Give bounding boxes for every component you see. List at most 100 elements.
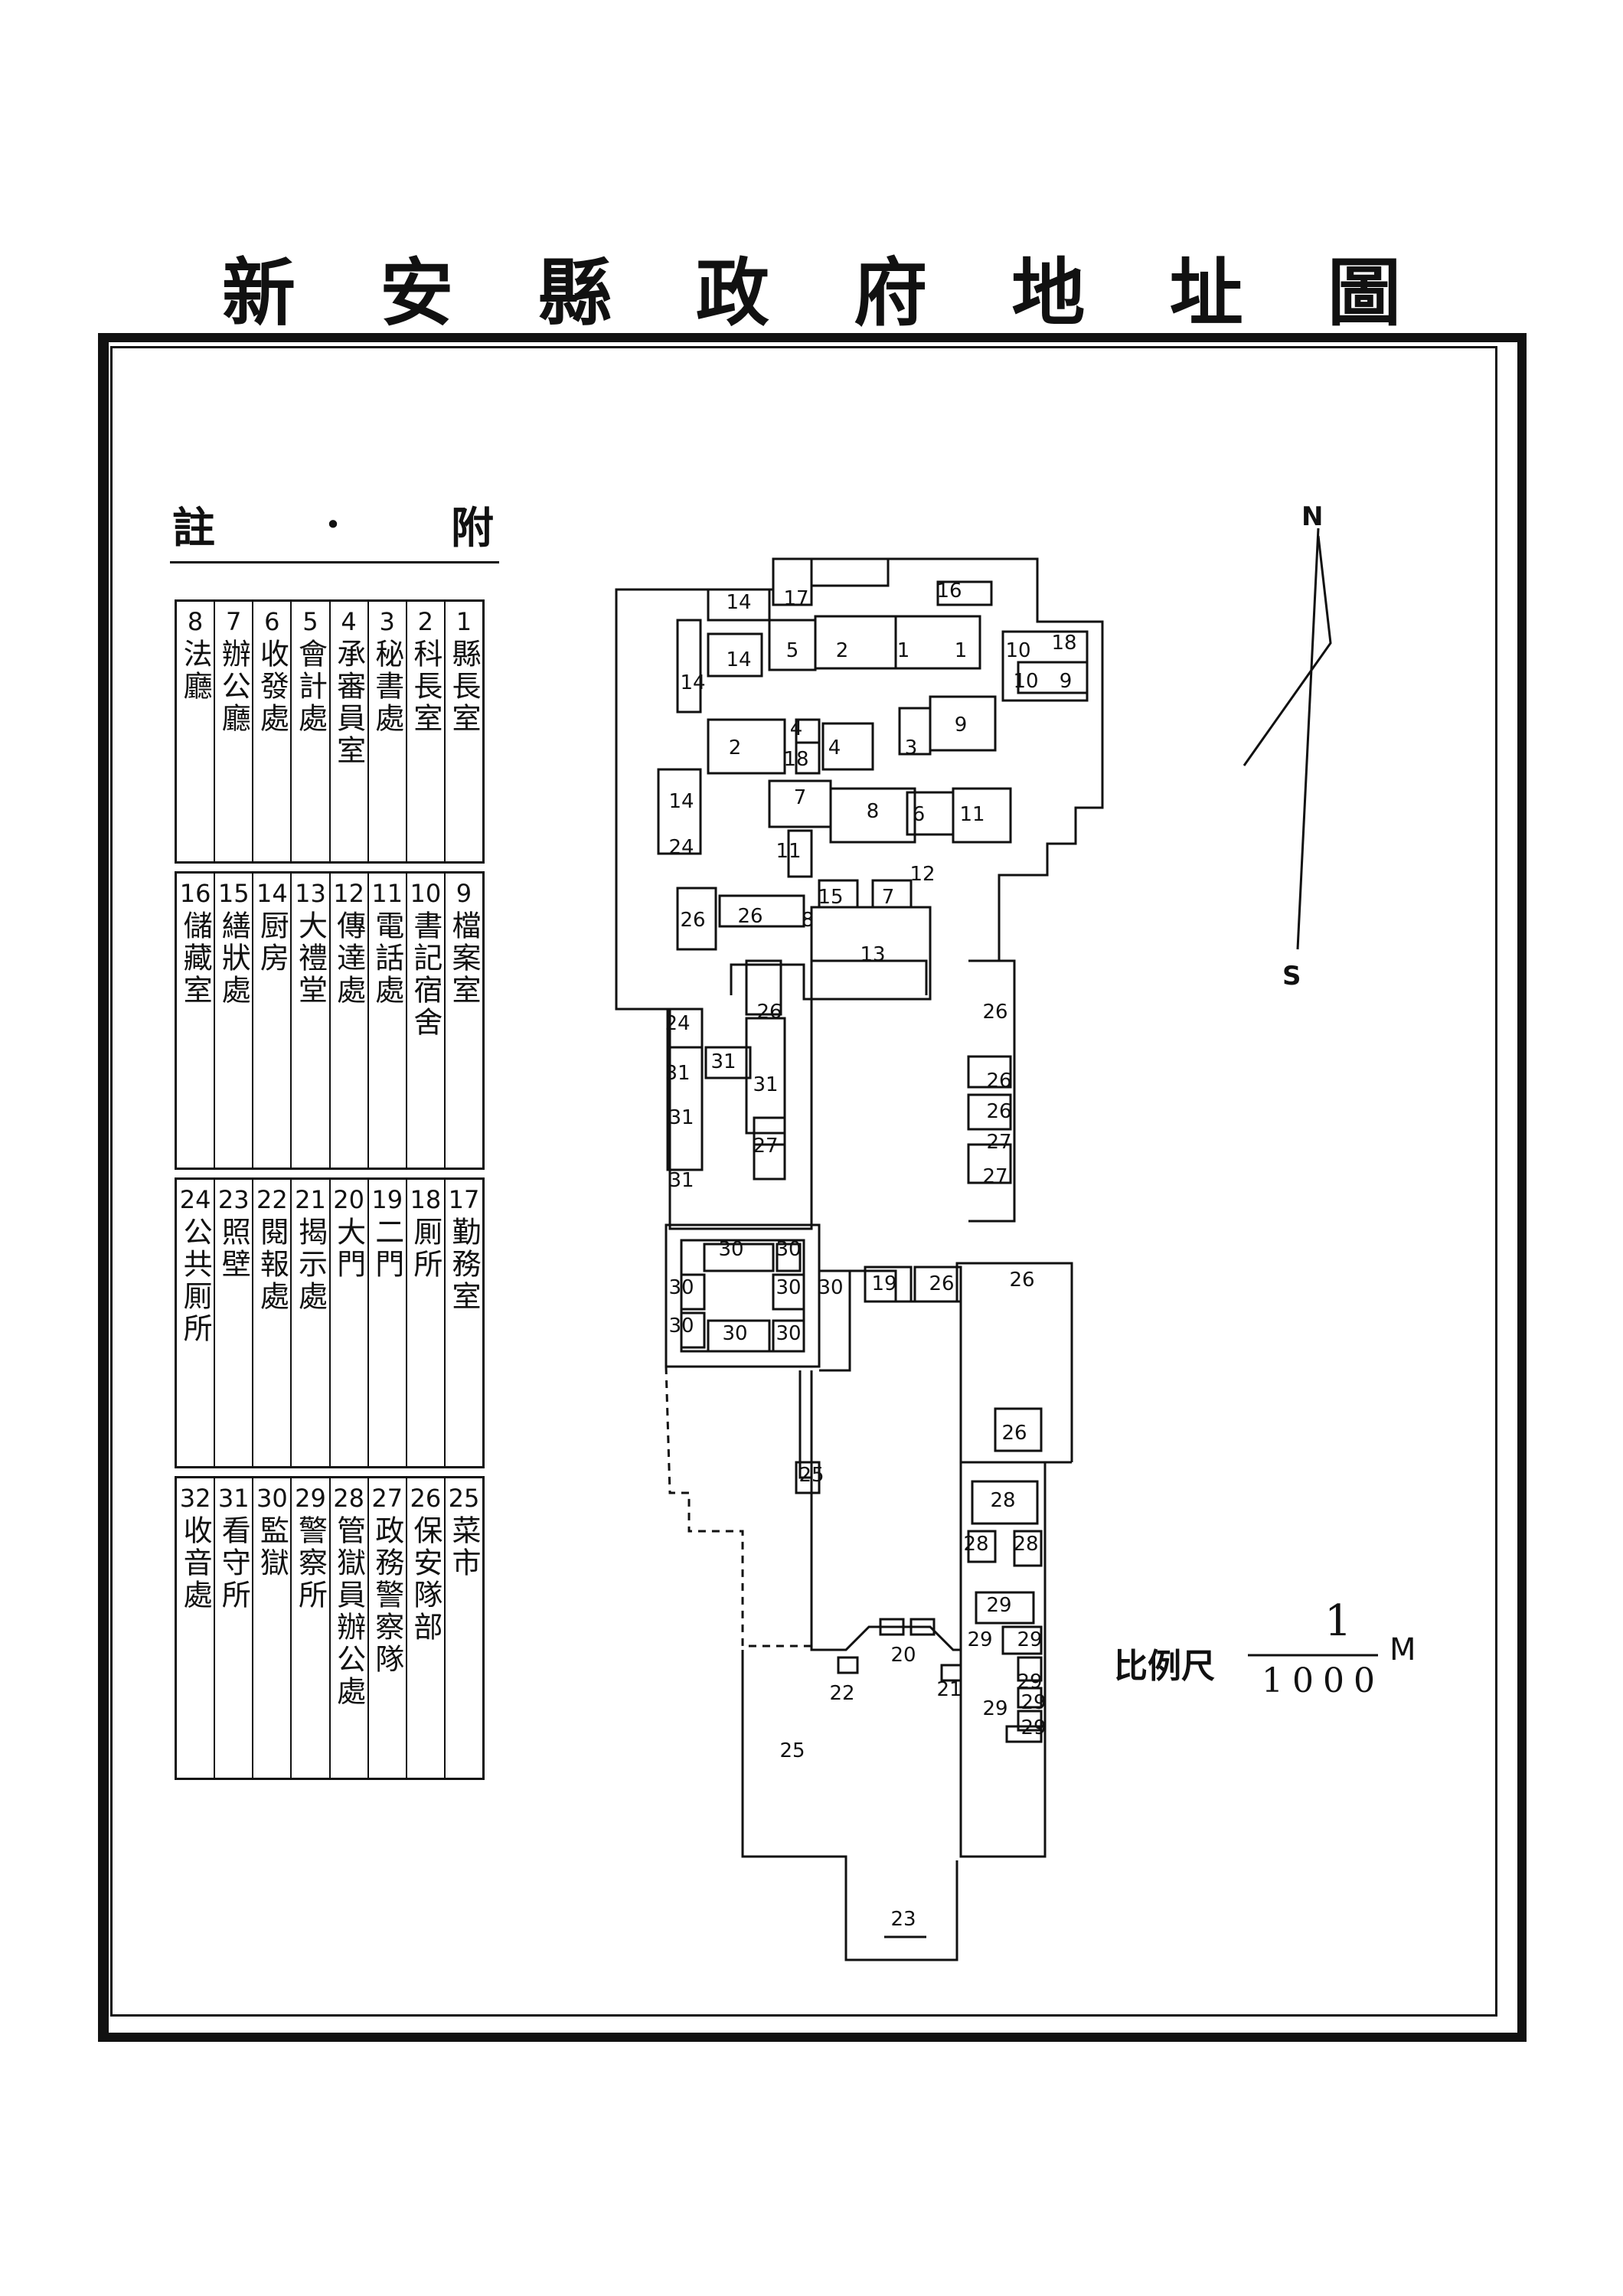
room-number-label: 26 <box>1009 1269 1034 1292</box>
legend-entry: 22 閱報處 <box>252 1180 290 1466</box>
room-number-label: 31 <box>753 1073 778 1096</box>
room-number-label: 4 <box>790 717 803 740</box>
room-outline <box>707 588 771 622</box>
room-number-label: 10 <box>1013 670 1038 693</box>
room-number-label: 30 <box>776 1276 801 1299</box>
room-outline <box>810 557 890 587</box>
room-outline <box>787 829 813 878</box>
title-char: 新 <box>222 250 296 336</box>
room-outline <box>829 787 916 844</box>
legend-number: 30 <box>256 1484 288 1513</box>
room-number-label: 30 <box>722 1322 747 1345</box>
prison-outer-wall <box>665 1223 821 1368</box>
room-number-label: 2 <box>729 736 742 759</box>
title-char: 地 <box>1011 250 1086 336</box>
room-number-label: 14 <box>726 591 751 614</box>
room-number-label: 10 <box>1005 639 1030 662</box>
legend-text: 檔案室 <box>446 910 481 1007</box>
compass-north-label: N <box>1301 501 1324 532</box>
legend-text: 閱報處 <box>255 1217 289 1313</box>
room-number-label: 29 <box>982 1697 1007 1720</box>
room-outline <box>776 1243 802 1272</box>
notes-heading-char: · <box>325 499 341 550</box>
legend-number: 13 <box>295 879 326 908</box>
room-outline <box>952 787 1012 844</box>
room-outline <box>913 1266 962 1303</box>
map-frame-outer <box>98 333 1527 2042</box>
legend-text: 監獄 <box>255 1515 289 1579</box>
room-outline <box>657 768 702 855</box>
room-number-label: 29 <box>1017 1628 1042 1651</box>
compass-south-label: S <box>1282 961 1301 991</box>
legend-number: 26 <box>410 1484 442 1513</box>
room-outline <box>837 1656 859 1674</box>
room-number-label: 9 <box>955 714 968 736</box>
room-number-label: 5 <box>786 639 799 662</box>
room-outline <box>940 1664 962 1682</box>
room-outline <box>1017 1687 1043 1709</box>
room-number-label: 28 <box>963 1533 988 1556</box>
room-number-label: 23 <box>890 1908 916 1931</box>
legend-number: 17 <box>448 1185 480 1214</box>
room-number-label: 30 <box>818 1276 843 1299</box>
map-frame-inner <box>110 346 1497 2017</box>
legend-text: 科長室 <box>408 639 442 735</box>
room-number-label: 31 <box>668 1169 694 1192</box>
legend-text: 縣長室 <box>446 639 481 735</box>
room-number-label: 31 <box>710 1050 736 1073</box>
room-number-label: 17 <box>783 587 808 610</box>
room-number-label: 30 <box>668 1315 694 1337</box>
room-outline <box>929 695 997 752</box>
legend-text: 揭示處 <box>293 1217 328 1313</box>
legend-text: 大門 <box>331 1217 366 1281</box>
room-outline <box>707 1319 771 1353</box>
room-number-label: 8 <box>802 909 815 932</box>
legend-number: 32 <box>179 1484 211 1513</box>
map-title: 新 安 縣 政 府 地 址 圖 <box>222 243 1401 343</box>
legend-number: 23 <box>217 1185 250 1214</box>
room-number-label: 22 <box>829 1682 854 1705</box>
legend-text: 傳達處 <box>331 910 366 1007</box>
room-number-label: 7 <box>794 786 807 809</box>
room-outline <box>1005 1725 1043 1743</box>
room-outline <box>810 906 932 1001</box>
room-number-label: 13 <box>860 943 885 966</box>
screen-wall <box>844 1860 958 1961</box>
room-outline <box>680 1273 706 1311</box>
compound-wall-core <box>730 963 926 1001</box>
legend-text: 厠所 <box>408 1217 442 1281</box>
legend-number: 25 <box>448 1484 480 1513</box>
room-number-label: 11 <box>959 803 985 826</box>
room-number-label: 28 <box>1013 1533 1038 1556</box>
room-number-label: 14 <box>668 790 694 813</box>
room-outline <box>680 1311 706 1349</box>
room-number-label: 25 <box>798 1464 824 1487</box>
room-number-label: 11 <box>776 840 801 863</box>
title-char: 縣 <box>537 250 612 336</box>
title-char: 安 <box>380 250 454 336</box>
legend-text: 繕狀處 <box>217 910 251 1007</box>
legend-number: 10 <box>410 879 442 908</box>
room-number-label: 27 <box>982 1165 1007 1188</box>
notes-underline <box>170 561 499 563</box>
legend-number: 4 <box>341 607 357 636</box>
legend-text: 書記宿舍 <box>408 910 442 1039</box>
legend-number: 9 <box>456 879 472 908</box>
room-number-label: 20 <box>890 1644 916 1667</box>
legend-text: 收發處 <box>255 639 289 735</box>
legend-text: 看守所 <box>217 1515 251 1612</box>
room-number-label: 4 <box>828 736 841 759</box>
room-number-label: 29 <box>967 1628 992 1651</box>
legend-number: 22 <box>256 1185 288 1214</box>
room-number-label: 31 <box>668 1106 694 1129</box>
room-number-label: 18 <box>1051 632 1076 655</box>
room-outline <box>864 1266 913 1303</box>
room-number-label: 2 <box>836 639 849 662</box>
